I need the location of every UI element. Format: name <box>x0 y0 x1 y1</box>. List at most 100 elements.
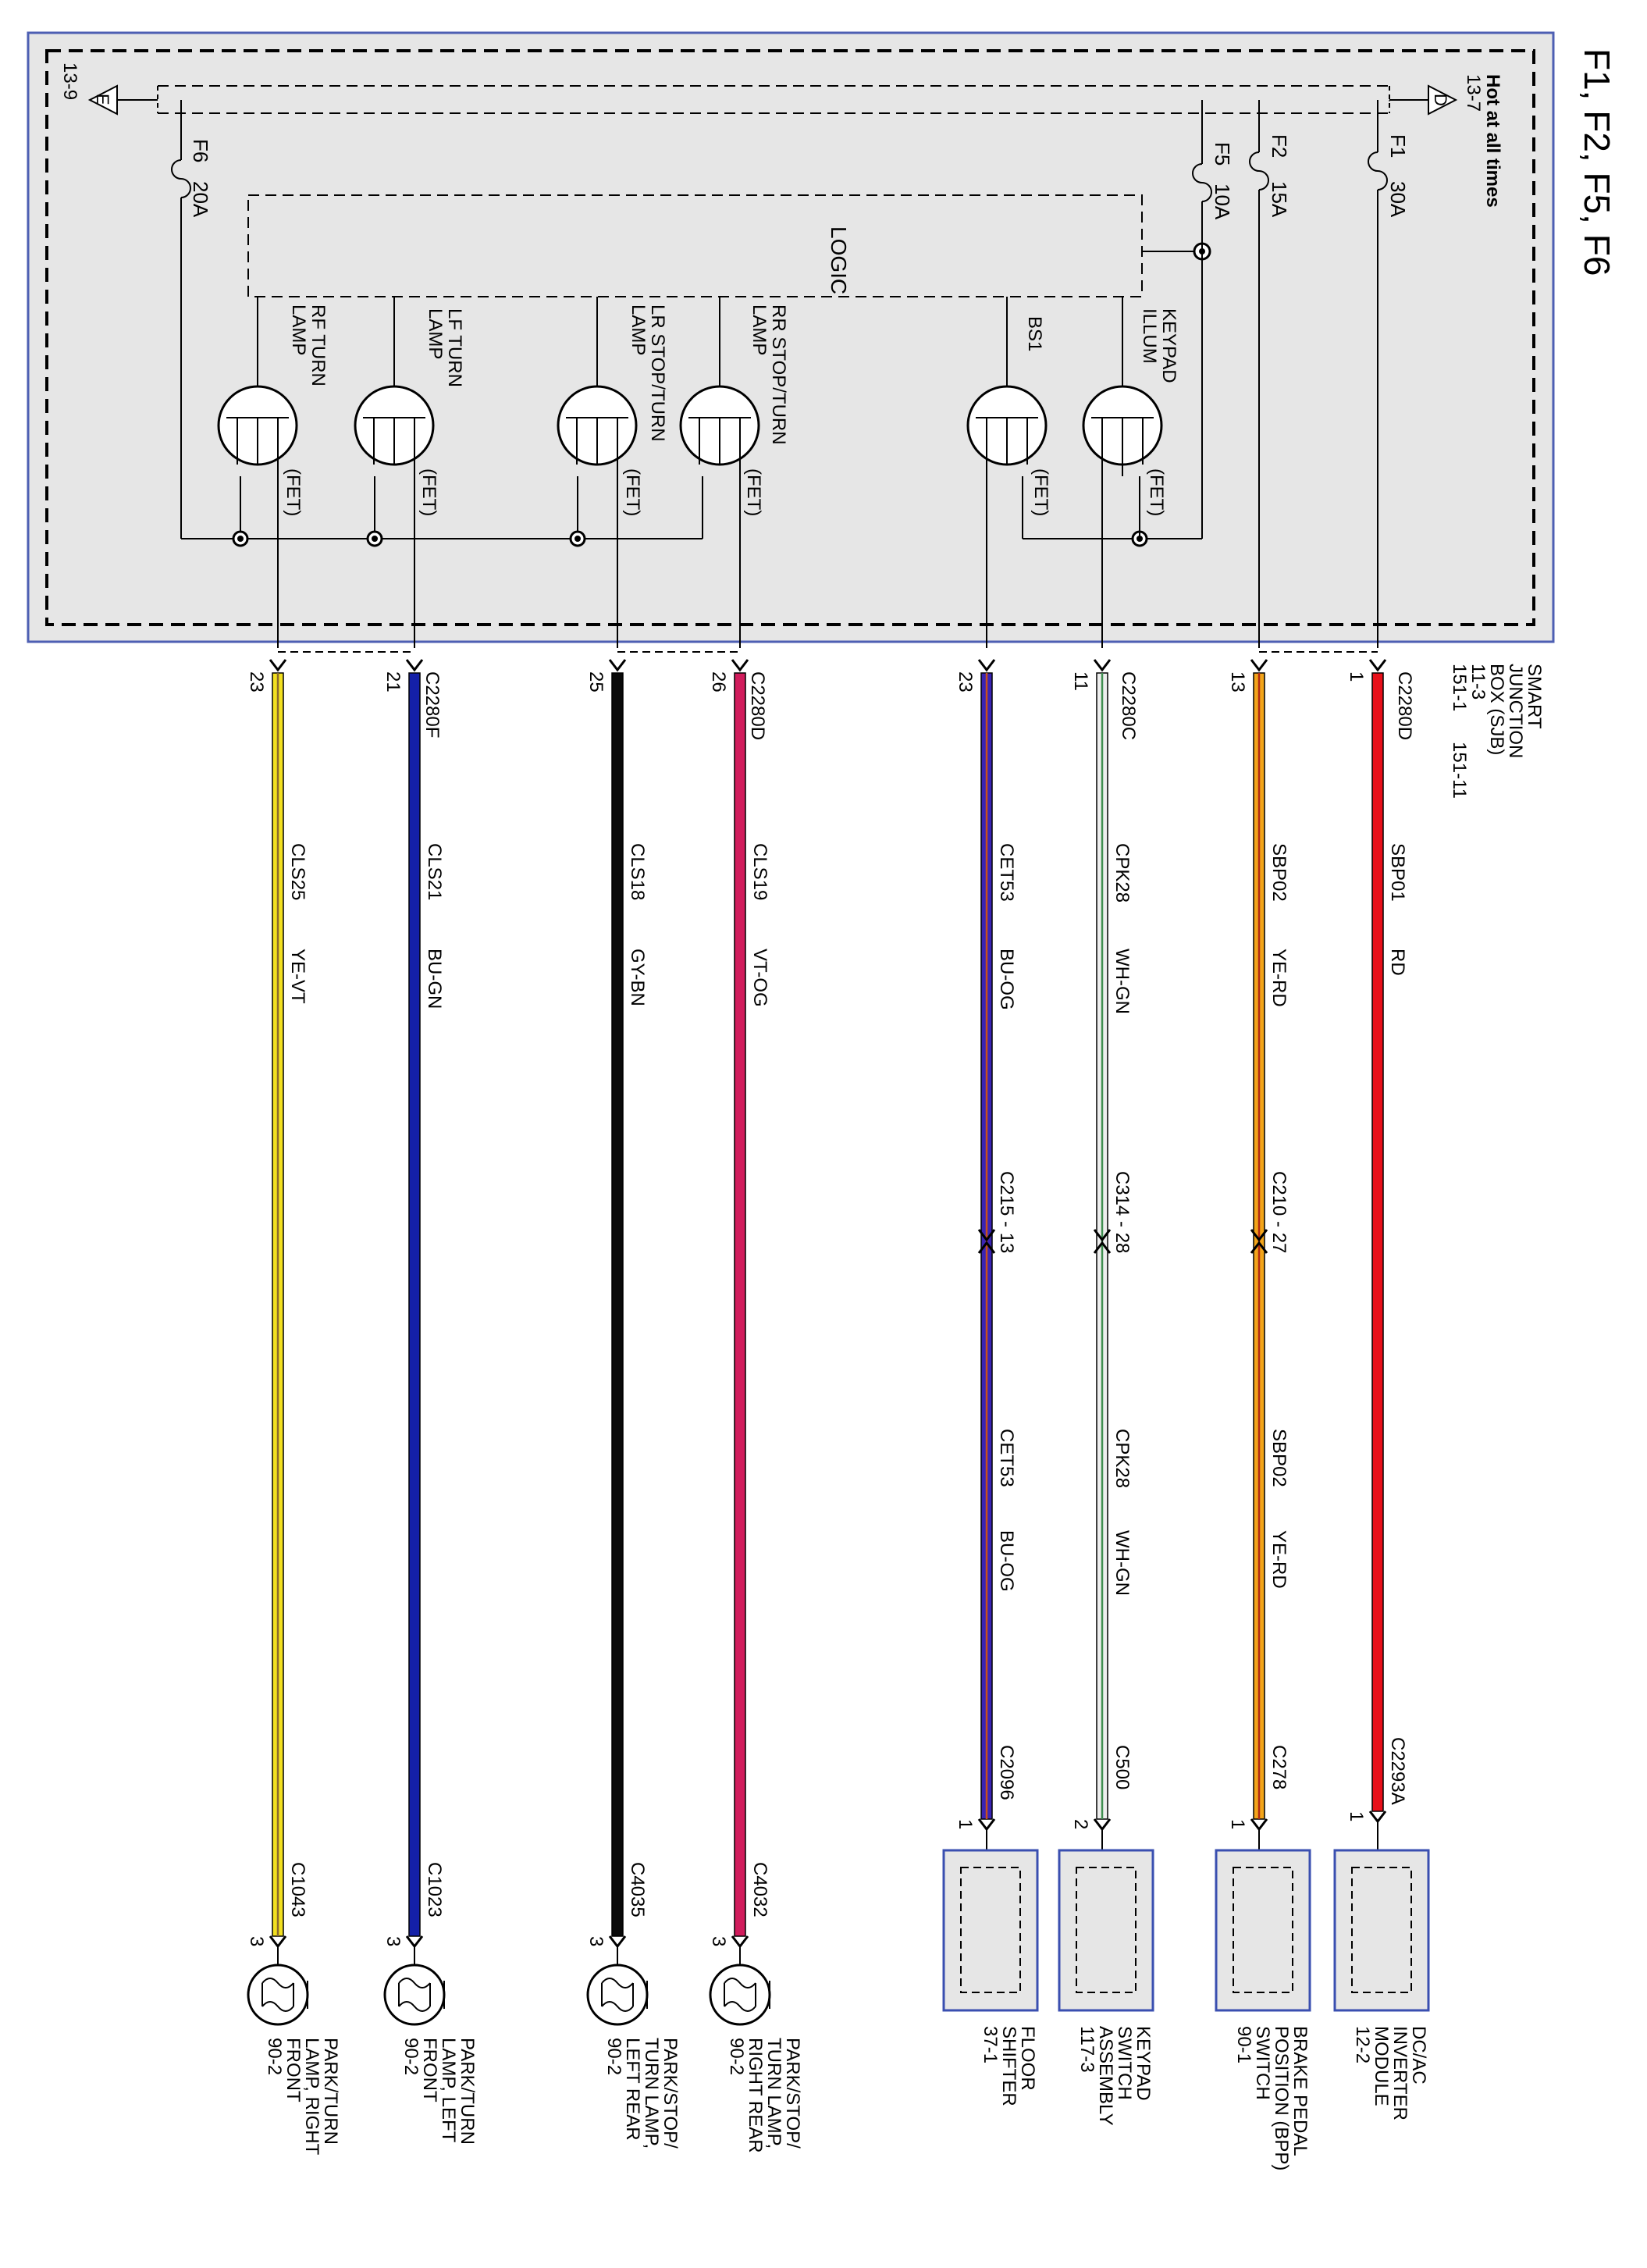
fet-rf-label-2: LAMP <box>288 304 309 355</box>
connector-arrow <box>1250 659 1268 672</box>
end-pin: 1 <box>1227 1819 1248 1829</box>
lamp-label: LEFT REAR <box>622 2038 643 2141</box>
inline-connector: C215 - 13 <box>996 1171 1017 1253</box>
device-inner <box>1076 1867 1137 1993</box>
wire-color: YE-RD <box>1268 949 1289 1007</box>
fet-bs1: BS1 (FET) <box>966 297 1051 648</box>
connector-arrow <box>608 659 627 672</box>
connector-arrow <box>1093 659 1112 672</box>
wire-body <box>408 672 421 1937</box>
ground-triangle-d <box>1428 84 1458 116</box>
wire-color: YE-VT <box>287 949 308 1004</box>
fet-lf-turn: LF TURN LAMP (FET) <box>354 297 465 648</box>
lamp-label: 90-2 <box>400 2038 422 2075</box>
wire-color-2: BU-OG <box>996 1530 1017 1592</box>
inline-arrow-up <box>977 1241 996 1254</box>
circuit-id: SBP01 <box>1387 843 1408 902</box>
pin-number: 23 <box>955 671 976 693</box>
sjb-inner-dashed <box>45 49 1535 626</box>
lamp-filament <box>601 1978 634 2012</box>
pin-number: 26 <box>708 671 729 693</box>
lamp-label: 90-2 <box>603 2038 624 2075</box>
circuit-id: CLS25 <box>287 843 308 900</box>
fet-lr-label-2: LAMP <box>628 304 649 355</box>
circuit-id: CLS21 <box>424 843 445 900</box>
end-pin: 1 <box>955 1819 976 1829</box>
lamp-label: TURN LAMP, <box>763 2038 784 2149</box>
end-connector-arrow <box>1368 1810 1387 1824</box>
end-connector-arrow <box>269 1935 287 1949</box>
connector-arrow <box>977 659 996 672</box>
pin-number: 21 <box>382 671 404 693</box>
lamp-label: LAMP, LEFT <box>438 2038 459 2143</box>
wire-body <box>1371 672 1384 1812</box>
inline-arrow-down <box>977 1229 996 1242</box>
fet-lf-tag: (FET) <box>418 468 439 516</box>
inline-arrow-up <box>1093 1241 1112 1254</box>
inline-arrow-down <box>1093 1229 1112 1242</box>
fet-keypad-label-2: ILLUM <box>1139 308 1160 364</box>
smart-junction-box: D Hot at all times 13-7 E 13-9 LOGIC F1 … <box>27 31 1555 648</box>
end-connector-arrow <box>977 1818 996 1832</box>
fuse-f6-rating: 20A <box>189 181 212 218</box>
fet-rr-label-2: LAMP <box>749 304 770 355</box>
wire-color: GY-BN <box>627 949 648 1006</box>
fet-lr-tag: (FET) <box>622 468 643 516</box>
logic-box <box>247 194 1143 297</box>
lamp-bulb <box>383 1964 446 2026</box>
fet-keypad-illum: KEYPAD ILLUM (FET) <box>1082 297 1179 648</box>
fuse-f5: F5 10A <box>1192 100 1234 539</box>
sjb-ref-b: 151-1 <box>1449 664 1470 711</box>
end-pin: 1 <box>1346 1811 1367 1821</box>
wire-color: VT-OG <box>749 949 770 1007</box>
end-connector: C278 <box>1268 1745 1289 1789</box>
hot-label: Hot at all times <box>1482 74 1503 208</box>
end-connector: C2293A <box>1387 1737 1408 1805</box>
sjb-title-block: SMART JUNCTION BOX (SJB) 11-3 151-1 151-… <box>1449 664 1545 799</box>
end-connector: C500 <box>1112 1745 1133 1789</box>
pin-number: 25 <box>585 671 607 693</box>
fuse-f2: F2 15A <box>1249 100 1291 648</box>
splice-lr <box>569 530 586 547</box>
pin-number: 23 <box>246 671 267 693</box>
lamp-filament <box>261 1978 294 2012</box>
device-inner <box>1233 1867 1293 1993</box>
pin-number: 13 <box>1227 671 1248 693</box>
ref-top: 13-7 <box>1463 74 1484 112</box>
connector-arrow <box>1368 659 1387 672</box>
end-connector-arrow <box>1250 1818 1268 1832</box>
device-label: DC/AC <box>1408 2026 1429 2085</box>
wire-body <box>611 672 624 1937</box>
device-box <box>1215 1849 1311 2012</box>
lamp-filament <box>398 1978 431 2012</box>
lamp-label: PARK/TURN <box>457 2038 478 2145</box>
lamp-label: 90-2 <box>264 2038 285 2075</box>
conn-c2280c: C2280C <box>1118 671 1139 740</box>
lamp-label: FRONT <box>283 2038 304 2102</box>
connector-arrow <box>731 659 749 672</box>
wire-color: BU-OG <box>996 949 1017 1010</box>
device-inner <box>1351 1867 1412 1993</box>
end-pin: 3 <box>382 1936 404 1946</box>
end-connector: C1023 <box>424 1862 445 1917</box>
lamp-label: PARK/STOP/ <box>782 2038 803 2149</box>
page-title: F1, F2, F5, F6 <box>1577 48 1617 276</box>
fet-bs1-tag: (FET) <box>1030 468 1051 516</box>
sjb-title-3: BOX (SJB) <box>1486 664 1507 755</box>
lamp-label: PARK/STOP/ <box>660 2038 681 2149</box>
circuit-id-2: SBP02 <box>1268 1429 1289 1487</box>
fet-rr-label-1: RR STOP/TURN <box>768 304 789 445</box>
lamp-label: 90-2 <box>726 2038 747 2075</box>
end-pin: 3 <box>246 1936 267 1946</box>
circuit-id: CLS18 <box>627 843 648 900</box>
device-inner <box>960 1867 1021 1993</box>
splice-lf <box>366 530 383 547</box>
lamp-label: LAMP, RIGHT <box>301 2038 322 2156</box>
end-pin: 3 <box>708 1936 729 1946</box>
device-label: 117-3 <box>1076 2026 1097 2073</box>
lamp-filament <box>724 1978 756 2012</box>
fuse-f2-rating: 15A <box>1268 181 1291 218</box>
